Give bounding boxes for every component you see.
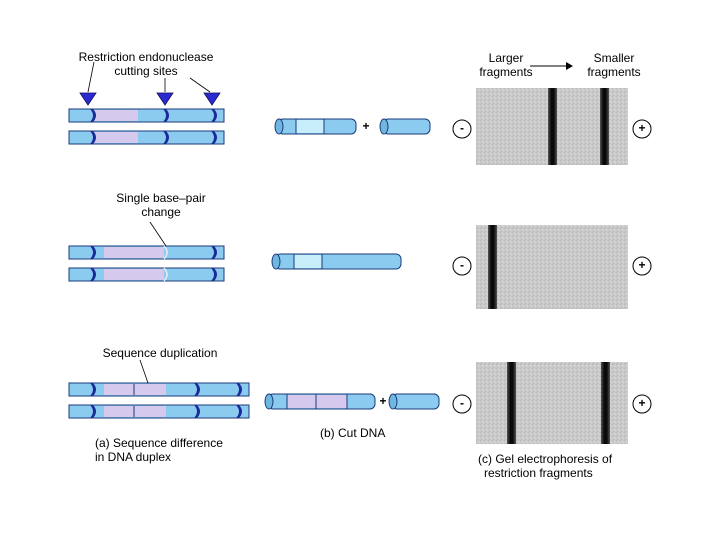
plus-symbol: + — [638, 396, 646, 410]
cutting-site-triangle — [203, 92, 221, 106]
pointer-line — [149, 221, 167, 247]
cut-mark — [90, 131, 96, 144]
larger-label-line2: fragments — [479, 65, 533, 79]
negative-electrode — [452, 256, 472, 276]
row3-label-text: Sequence duplication — [102, 346, 218, 360]
plus-sign-row1: + — [362, 119, 370, 133]
smaller-label-line2: fragments — [587, 65, 641, 79]
pointer-line — [189, 77, 211, 93]
fragment-large — [264, 393, 376, 410]
panel-b-caption: (b) Cut DNA — [320, 426, 440, 440]
row3-duplex — [68, 359, 250, 419]
cutting-site-triangle — [79, 92, 97, 106]
gel-band — [507, 362, 516, 444]
gel-band — [600, 88, 609, 165]
panel-c-caption: (c) Gel electrophoresis of restriction f… — [478, 452, 668, 480]
larger-label-line1: Larger — [488, 51, 524, 65]
direction-arrow — [530, 62, 573, 70]
negative-electrode — [452, 119, 472, 139]
gel-band — [601, 362, 610, 444]
cut-mark — [211, 109, 217, 122]
panel-a-caption-line2: in DNA duplex — [95, 450, 172, 464]
minus-symbol: - — [460, 121, 464, 135]
row1-strand-bottom — [68, 130, 225, 145]
panel-c-caption-line2: restriction fragments — [484, 466, 593, 480]
cutting-site-triangle — [156, 92, 174, 106]
row1-label-line2: cutting sites — [114, 64, 178, 78]
row3-cut-dna — [264, 393, 440, 410]
row2-label: Single base–pair change — [96, 191, 226, 219]
cut-mark — [163, 109, 169, 122]
negative-electrode — [452, 394, 472, 414]
pointer-line — [87, 61, 95, 93]
row2-label-line1: Single base–pair — [116, 191, 206, 205]
gel-1 — [476, 88, 628, 165]
mutated-site — [163, 245, 168, 260]
cut-mark — [211, 131, 217, 144]
row1-label-line1: Restriction endonuclease — [78, 50, 214, 64]
gel-2 — [476, 225, 628, 309]
plus-sign-row3: + — [379, 394, 387, 408]
row1-label: Restriction endonuclease cutting sites — [76, 50, 216, 78]
row1-duplex — [68, 61, 225, 145]
positive-electrode — [632, 256, 652, 276]
plus-symbol: + — [638, 258, 646, 272]
gel-band — [548, 88, 557, 165]
minus-symbol: - — [460, 258, 464, 272]
row3-label: Sequence duplication — [80, 346, 240, 360]
fragment-small — [379, 118, 431, 135]
gel-band — [488, 225, 497, 309]
minus-symbol: - — [460, 396, 464, 410]
positive-electrode — [632, 394, 652, 414]
panel-a-caption-line1: (a) Sequence difference — [95, 436, 223, 450]
cut-mark — [163, 131, 169, 144]
positive-electrode — [632, 119, 652, 139]
panel-a-caption: (a) Sequence difference in DNA duplex — [95, 436, 245, 464]
smaller-fragments-label: Smaller fragments — [574, 51, 654, 79]
row2-label-line2: change — [141, 205, 181, 219]
row2-duplex — [68, 221, 225, 282]
smaller-label-line1: Smaller — [593, 51, 635, 65]
mutated-site — [163, 267, 168, 282]
row1-strand-top — [68, 108, 225, 123]
plus-symbol: + — [638, 121, 646, 135]
fragment-small — [388, 393, 440, 410]
larger-fragments-label: Larger fragments — [470, 51, 542, 79]
panel-c-caption-line1: (c) Gel electrophoresis of — [478, 452, 613, 466]
panel-b-caption-text: (b) Cut DNA — [320, 426, 386, 440]
pointer-line — [139, 359, 149, 384]
cut-mark — [90, 109, 96, 122]
fragment-large — [274, 118, 357, 135]
row2-cut-dna — [271, 253, 402, 270]
gel-3 — [476, 362, 628, 444]
row1-cut-dna — [274, 118, 431, 135]
